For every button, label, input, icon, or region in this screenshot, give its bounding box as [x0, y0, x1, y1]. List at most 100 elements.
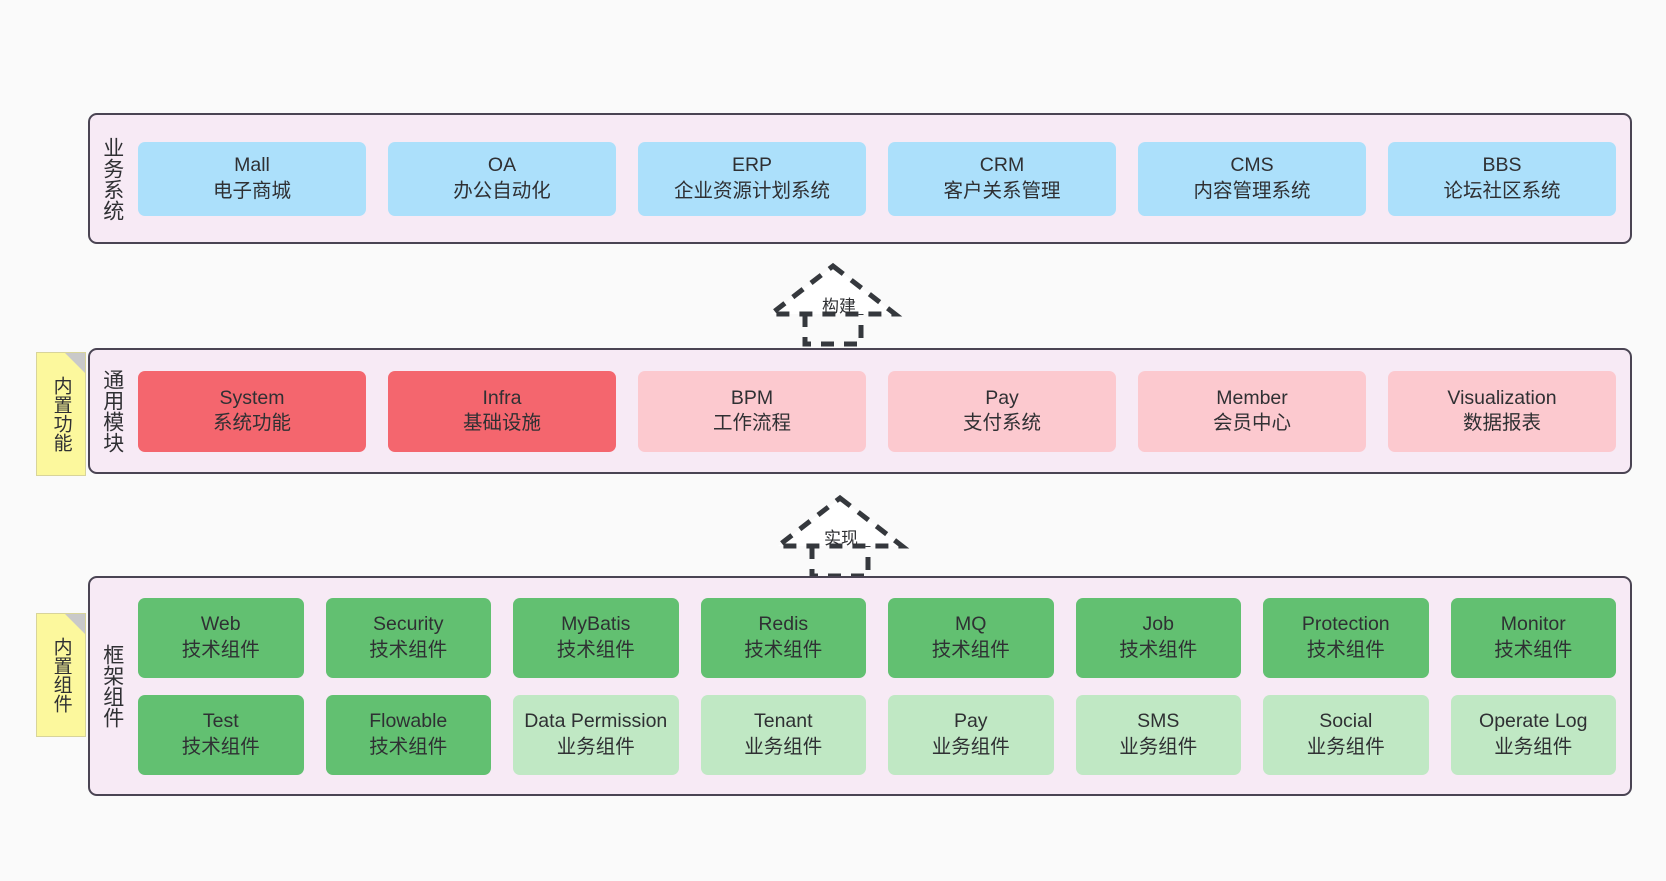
component-box-pay-name: Pay [953, 710, 988, 733]
business-box-erp-name: ERP [731, 154, 773, 177]
component-box-data-permission-name: Data Permission [524, 710, 668, 733]
component-box-tenant[interactable]: Tenant 业务组件 [700, 694, 866, 775]
module-box-infra-desc: 基础设施 [462, 412, 541, 434]
business-box-erp[interactable]: ERP 企业资源计划系统 [638, 141, 866, 216]
common-modules-row: System 系统功能 Infra 基础设施 BPM 工作流程 Pay 支付系统… [138, 370, 1616, 452]
component-box-mq-name: MQ [955, 613, 987, 636]
module-box-infra-name: Infra [482, 386, 522, 409]
component-box-test-name: Test [202, 710, 239, 733]
connector-build: 构建 [758, 262, 908, 348]
component-box-protection-name: Protection [1301, 613, 1390, 636]
component-box-operate-log-name: Operate Log [1479, 710, 1588, 733]
sticky-note-builtin-features-label: 内置功能 [50, 376, 72, 452]
component-box-social-name: Social [1319, 710, 1373, 733]
module-box-system-desc: 系统功能 [212, 412, 291, 434]
module-box-member-desc: 会员中心 [1212, 412, 1291, 434]
component-box-protection[interactable]: Protection 技术组件 [1263, 597, 1429, 678]
module-box-visualization-name: Visualization [1447, 386, 1557, 409]
component-box-test[interactable]: Test 技术组件 [138, 694, 304, 775]
component-box-web-desc: 技术组件 [181, 638, 260, 661]
business-box-mall-desc: 电子商城 [212, 179, 291, 202]
component-box-web[interactable]: Web 技术组件 [138, 597, 304, 678]
component-box-mybatis-desc: 技术组件 [556, 638, 635, 661]
component-box-mybatis-name: MyBatis [561, 613, 631, 636]
component-box-data-permission[interactable]: Data Permission 业务组件 [513, 694, 679, 775]
component-box-sms-name: SMS [1137, 710, 1180, 733]
component-box-security[interactable]: Security 技术组件 [325, 597, 491, 678]
layer-framework-components-title: 框架组件 [100, 644, 124, 728]
business-box-erp-desc: 企业资源计划系统 [673, 179, 830, 202]
module-box-visualization[interactable]: Visualization 数据报表 [1388, 370, 1616, 452]
component-box-security-desc: 技术组件 [369, 638, 448, 661]
component-box-tenant-name: Tenant [753, 710, 813, 733]
component-box-sms-desc: 业务组件 [1119, 735, 1198, 758]
business-box-oa[interactable]: OA 办公自动化 [388, 141, 616, 216]
sticky-note-builtin-components: 内置组件 [36, 613, 86, 737]
layer-framework-components: 框架组件 Web 技术组件 Security 技术组件 MyBatis 技术组件… [88, 576, 1632, 796]
component-box-mq[interactable]: MQ 技术组件 [888, 597, 1054, 678]
component-box-job-name: Job [1142, 613, 1174, 636]
business-box-mall[interactable]: Mall 电子商城 [138, 141, 366, 216]
layer-business-systems: 业务系统 Mall 电子商城 OA 办公自动化 ERP 企业资源计划系统 CRM [88, 113, 1632, 244]
layer-business-systems-body: Mall 电子商城 OA 办公自动化 ERP 企业资源计划系统 CRM 客户关系… [134, 115, 1630, 242]
module-box-infra[interactable]: Infra 基础设施 [388, 370, 616, 452]
component-box-pay[interactable]: Pay 业务组件 [888, 694, 1054, 775]
layer-framework-components-body: Web 技术组件 Security 技术组件 MyBatis 技术组件 Redi… [134, 578, 1630, 794]
component-box-mybatis[interactable]: MyBatis 技术组件 [513, 597, 679, 678]
business-box-bbs-desc: 论坛社区系统 [1443, 179, 1561, 202]
module-box-bpm[interactable]: BPM 工作流程 [638, 370, 866, 452]
connector-build-label: 构建 [822, 297, 856, 316]
module-box-pay-desc: 支付系统 [962, 412, 1041, 434]
page-fold-icon [65, 614, 85, 634]
component-box-redis[interactable]: Redis 技术组件 [700, 597, 866, 678]
module-box-member-name: Member [1216, 386, 1288, 409]
component-box-protection-desc: 技术组件 [1306, 638, 1385, 661]
component-box-data-permission-desc: 业务组件 [556, 735, 635, 758]
module-box-visualization-desc: 数据报表 [1462, 412, 1541, 434]
component-box-mq-desc: 技术组件 [931, 638, 1010, 661]
component-box-redis-name: Redis [758, 613, 809, 636]
layer-common-modules-body: System 系统功能 Infra 基础设施 BPM 工作流程 Pay 支付系统… [134, 350, 1630, 472]
component-box-redis-desc: 技术组件 [744, 638, 823, 661]
module-box-pay-name: Pay [985, 386, 1019, 409]
sticky-note-builtin-features: 内置功能 [36, 352, 86, 476]
layer-common-modules-title: 通用模块 [100, 369, 124, 453]
layer-business-systems-title: 业务系统 [100, 136, 124, 221]
business-box-cms[interactable]: CMS 内容管理系统 [1138, 141, 1366, 216]
business-box-cms-desc: 内容管理系统 [1193, 179, 1311, 202]
business-box-bbs[interactable]: BBS 论坛社区系统 [1388, 141, 1616, 216]
business-box-oa-name: OA [487, 154, 517, 177]
business-box-oa-desc: 办公自动化 [453, 179, 551, 202]
module-box-member[interactable]: Member 会员中心 [1138, 370, 1366, 452]
business-box-mall-name: Mall [234, 154, 270, 177]
module-box-system[interactable]: System 系统功能 [138, 370, 366, 452]
module-box-system-name: System [219, 386, 285, 409]
component-box-flowable-desc: 技术组件 [369, 735, 448, 758]
business-box-crm[interactable]: CRM 客户关系管理 [888, 141, 1116, 216]
component-box-sms[interactable]: SMS 业务组件 [1075, 694, 1241, 775]
component-box-job[interactable]: Job 技术组件 [1075, 597, 1241, 678]
component-box-monitor-name: Monitor [1500, 613, 1566, 636]
component-box-tenant-desc: 业务组件 [744, 735, 823, 758]
component-box-flowable[interactable]: Flowable 技术组件 [325, 694, 491, 775]
component-box-monitor-desc: 技术组件 [1494, 638, 1573, 661]
component-box-test-desc: 技术组件 [181, 735, 260, 758]
framework-components-row-business: Test 技术组件 Flowable 技术组件 Data Permission … [138, 694, 1616, 775]
component-box-social[interactable]: Social 业务组件 [1263, 694, 1429, 775]
component-box-social-desc: 业务组件 [1306, 735, 1385, 758]
sticky-note-builtin-components-label: 内置组件 [50, 637, 72, 713]
component-box-web-name: Web [200, 613, 241, 636]
component-box-flowable-name: Flowable [369, 710, 448, 733]
component-box-operate-log[interactable]: Operate Log 业务组件 [1450, 694, 1616, 775]
business-systems-row: Mall 电子商城 OA 办公自动化 ERP 企业资源计划系统 CRM 客户关系… [138, 141, 1616, 216]
page-fold-icon [65, 353, 85, 373]
component-box-security-name: Security [373, 613, 444, 636]
module-box-pay[interactable]: Pay 支付系统 [888, 370, 1116, 452]
business-box-crm-desc: 客户关系管理 [943, 179, 1061, 202]
module-box-bpm-desc: 工作流程 [712, 412, 791, 434]
component-box-operate-log-desc: 业务组件 [1494, 735, 1573, 758]
connector-implement-label: 实现 [824, 529, 858, 548]
component-box-monitor[interactable]: Monitor 技术组件 [1450, 597, 1616, 678]
framework-components-row-tech: Web 技术组件 Security 技术组件 MyBatis 技术组件 Redi… [138, 597, 1616, 678]
